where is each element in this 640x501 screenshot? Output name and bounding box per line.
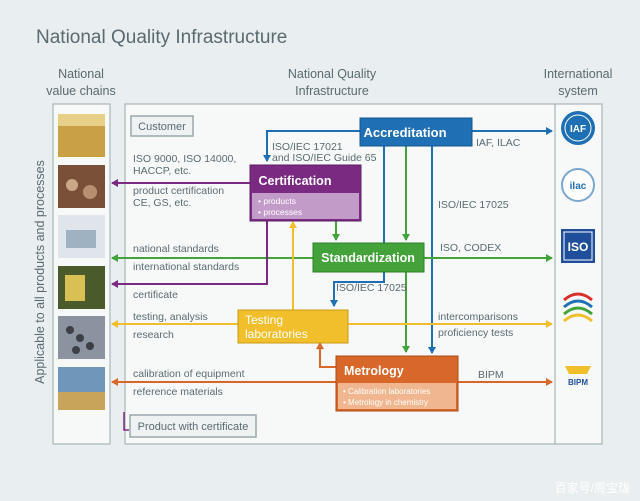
label-product-cert-1: product certification: [133, 185, 224, 197]
label-testing-analysis: testing, analysis: [133, 311, 208, 323]
testing-label-1: Testing: [245, 313, 283, 327]
arrow-metrology-testing: [316, 342, 336, 368]
svg-text:IAF: IAF: [570, 124, 586, 135]
customer-label: Customer: [138, 121, 186, 133]
testing-laboratories-box: [237, 309, 349, 344]
bipm-logo: BIPM: [565, 366, 591, 387]
column-header-center-1: National Quality: [288, 67, 377, 81]
diagram-title: National Quality Infrastructure: [36, 27, 287, 48]
ilac-logo: ilac: [561, 168, 595, 202]
arrow-certificate-valuechain: [111, 221, 268, 288]
label-international-standards: international standards: [133, 261, 239, 273]
label-certificate: certificate: [133, 289, 178, 301]
label-iso-guide-65: and ISO/IEC Guide 65: [272, 152, 377, 164]
label-research: research: [133, 329, 174, 341]
arrow-accreditation-testing: [330, 146, 385, 307]
iso-logo: ISO: [561, 229, 595, 263]
column-header-center-2: Infrastructure: [295, 84, 369, 98]
label-intercomparisons: intercomparisons: [438, 311, 518, 323]
product-certificate-box: [129, 414, 257, 438]
label-iaf-ilac: IAF, ILAC: [476, 137, 521, 149]
arrow-accreditation-certification: [263, 130, 360, 162]
accreditation-box: [359, 117, 473, 147]
label-iso-17025-right: ISO/IEC 17025: [438, 199, 509, 211]
metrology-label: Metrology: [344, 364, 404, 378]
label-product-cert-2: CE, GS, etc.: [133, 197, 191, 209]
certification-label: Certification: [259, 174, 332, 188]
customer-box: [130, 115, 194, 137]
column-header-right-2: system: [558, 84, 598, 98]
iaf-logo: IAF: [561, 111, 595, 145]
label-calibration: calibration of equipment: [133, 368, 245, 380]
label-iso-codex: ISO, CODEX: [440, 242, 501, 254]
label-iso-mgmt-2: HACCP, etc.: [133, 165, 191, 177]
certification-item-processes: • processes: [258, 207, 302, 217]
standardization-label: Standardization: [321, 251, 415, 265]
wto-logo: [563, 292, 593, 323]
label-iso-mgmt-1: ISO 9000, ISO 14000,: [133, 153, 236, 165]
testing-label-2: laboratories: [245, 327, 308, 341]
label-proficiency-tests: proficiency tests: [438, 327, 513, 339]
column-header-right-1: International: [544, 67, 613, 81]
column-header-left-1: National: [58, 67, 104, 81]
value-chain-images: [58, 114, 105, 410]
svg-text:ilac: ilac: [570, 181, 587, 192]
svg-text:ISO: ISO: [568, 240, 589, 254]
certification-item-products: • products: [258, 196, 296, 206]
watermark: 百家号/周宝珑: [555, 480, 630, 495]
international-panel: [554, 103, 603, 445]
label-iso-17025-center: ISO/IEC 17025: [336, 282, 407, 294]
label-reference-materials: reference materials: [133, 386, 223, 398]
metrology-item-chemistry: • Metrology in chemistry: [343, 398, 428, 407]
connector-product-certificate: [123, 412, 129, 431]
label-national-standards: national standards: [133, 243, 219, 255]
product-certificate-label: Product with certificate: [138, 421, 249, 433]
accreditation-label: Accreditation: [363, 125, 446, 140]
svg-text:BIPM: BIPM: [568, 378, 588, 387]
standardization-box: [312, 242, 425, 273]
column-header-left-2: value chains: [46, 84, 116, 98]
food-processing-image: [58, 165, 105, 208]
metrology-item-calibration: • Calibration laboratories: [343, 387, 430, 396]
side-label: Applicable to all products and processes: [33, 160, 47, 384]
label-iso-17021: ISO/IEC 17021: [272, 141, 343, 153]
label-bipm: BIPM: [478, 369, 504, 381]
